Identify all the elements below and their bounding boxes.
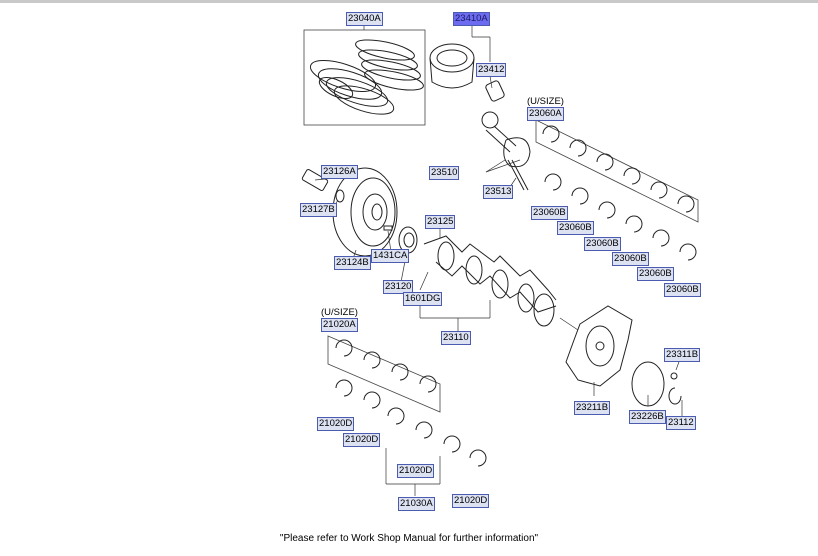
crankshaft xyxy=(423,235,557,327)
part-label-23040a[interactable]: 23040A xyxy=(346,12,383,26)
part-label-21020d-3[interactable]: 21020D xyxy=(397,464,435,478)
part-label-23126a[interactable]: 23126A xyxy=(321,165,358,179)
part-label-1601dg[interactable]: 1601DG xyxy=(403,292,443,306)
part-label-23060a[interactable]: 23060A xyxy=(527,107,564,121)
part-label-23120[interactable]: 23120 xyxy=(383,280,414,294)
part-label-21020a[interactable]: 21020A xyxy=(321,318,358,332)
part-label-23311b[interactable]: 23311B xyxy=(664,348,701,362)
part-label-21020d-2[interactable]: 21020D xyxy=(343,433,381,447)
part-label-23510[interactable]: 23510 xyxy=(429,166,460,180)
part-label-23127b[interactable]: 23127B xyxy=(300,203,337,217)
drive-plate xyxy=(565,305,633,387)
part-label-23060b-5[interactable]: 23060B xyxy=(637,267,674,281)
usize-note-main: (U/SIZE) xyxy=(321,307,358,318)
part-label-1431ca[interactable]: 1431CA xyxy=(371,249,410,263)
usize-note-bearing: (U/SIZE) xyxy=(527,96,564,107)
part-label-23211b[interactable]: 23211B xyxy=(574,401,611,415)
piston xyxy=(429,43,505,102)
bearing-set-box xyxy=(535,119,699,223)
part-label-23412[interactable]: 23412 xyxy=(476,63,507,77)
part-label-21020d-4[interactable]: 21020D xyxy=(452,494,490,508)
main-bearings xyxy=(335,339,487,467)
part-label-23060b-2[interactable]: 23060B xyxy=(557,221,594,235)
part-label-23112[interactable]: 23112 xyxy=(666,416,696,430)
part-label-23110[interactable]: 23110 xyxy=(441,331,471,345)
part-label-21030a[interactable]: 21030A xyxy=(398,497,435,511)
main-bearing-box xyxy=(327,335,441,413)
footer-note: "Please refer to Work Shop Manual for fu… xyxy=(279,533,539,544)
part-label-23124b[interactable]: 23124B xyxy=(334,256,371,270)
pulley-bolt xyxy=(301,169,345,203)
part-label-23060b-4[interactable]: 23060B xyxy=(612,252,649,266)
piston-ring-box xyxy=(303,29,426,126)
part-label-23060b-6[interactable]: 23060B xyxy=(664,283,701,297)
adapter-plate xyxy=(631,361,682,407)
connecting-rod xyxy=(481,111,531,191)
part-label-23226b[interactable]: 23226B xyxy=(629,410,666,424)
part-label-23060b-3[interactable]: 23060B xyxy=(584,237,621,251)
damper-pulley xyxy=(332,167,398,257)
part-label-23410a[interactable]: 23410A xyxy=(453,12,490,26)
piston-rings xyxy=(309,39,424,115)
part-label-23125[interactable]: 23125 xyxy=(425,215,456,229)
conrod-bearings xyxy=(542,125,697,261)
part-label-23513[interactable]: 23513 xyxy=(483,185,514,199)
part-label-21020d-1[interactable]: 21020D xyxy=(317,417,355,431)
top-border xyxy=(0,0,818,3)
part-label-23060b-1[interactable]: 23060B xyxy=(531,206,568,220)
